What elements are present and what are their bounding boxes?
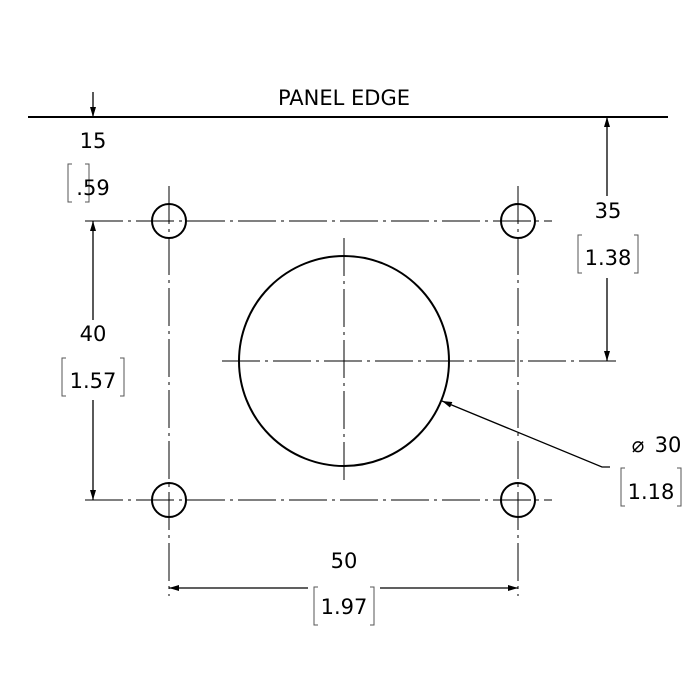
panel-edge-label: PANEL EDGE <box>278 86 410 110</box>
vertical-spacing-mm: 40 <box>80 322 107 346</box>
horizontal-spacing-in: 1.97 <box>321 595 368 619</box>
diameter-leader <box>441 400 610 468</box>
horizontal-spacing-mm: 50 <box>331 549 358 573</box>
diameter-symbol: ⌀ <box>632 433 645 457</box>
right-offset-mm: 35 <box>595 199 622 223</box>
diameter-in: 1.18 <box>628 480 675 504</box>
mounting-hole-bottom-left <box>151 482 187 518</box>
right-offset-in: 1.38 <box>585 246 632 270</box>
vertical-spacing-bracket <box>61 357 125 397</box>
mounting-hole-bottom-right <box>500 482 536 518</box>
horizontal-spacing-bracket <box>313 586 375 626</box>
diameter-mm: 30 <box>655 433 682 457</box>
edge-offset-mm: 15 <box>80 129 107 153</box>
main-cutout-circle <box>238 255 450 467</box>
right-offset-bracket <box>577 234 639 274</box>
vertical-spacing-in: 1.57 <box>70 369 117 393</box>
mounting-hole-top-right <box>500 203 536 239</box>
mounting-hole-top-left <box>151 203 187 239</box>
edge-offset-bracket <box>67 163 90 203</box>
diameter-bracket <box>620 467 682 507</box>
edge-offset-in: .59 <box>76 176 109 200</box>
